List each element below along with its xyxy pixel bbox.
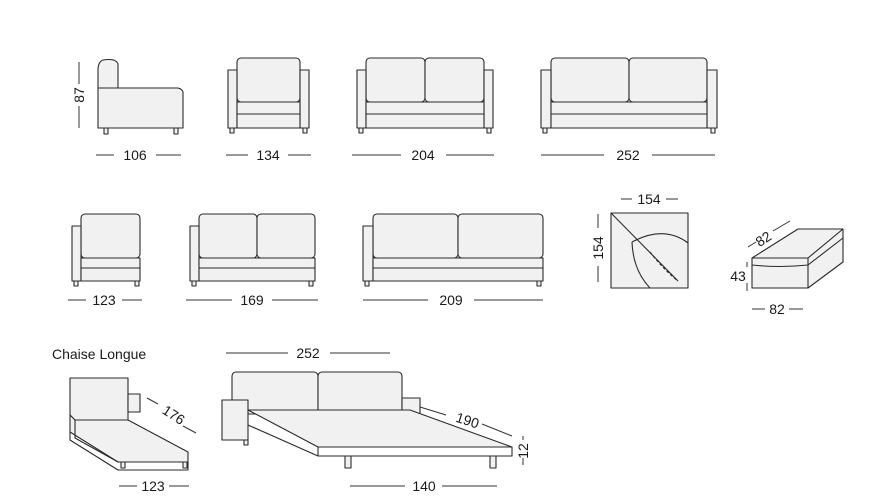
- dimension-252-top: 252: [541, 147, 715, 163]
- sofa-bed-open: [221, 371, 513, 469]
- dimension-106-label: 106: [123, 147, 147, 163]
- dimension-87: 87: [71, 62, 87, 128]
- dimension-154-height-label: 154: [590, 236, 606, 260]
- sofa-2-seater-1-arm: [189, 213, 316, 287]
- sofa-3-seater-1-arm: [362, 213, 544, 287]
- dimension-134-label: 134: [256, 147, 280, 163]
- dimension-82-width: 82: [752, 301, 803, 317]
- dimension-209: 209: [363, 292, 543, 308]
- dimension-106: 106: [96, 147, 181, 163]
- dimension-204-label: 204: [411, 147, 435, 163]
- ottoman: [751, 228, 844, 289]
- dimension-82-depth-label: 82: [752, 228, 774, 250]
- dimension-176-label: 176: [160, 402, 188, 428]
- dimension-12-label: 12: [515, 443, 531, 459]
- dimension-154-width: 154: [621, 191, 678, 207]
- dimension-252-top-label: 252: [616, 147, 640, 163]
- sofa-side-view: [97, 58, 184, 135]
- dimension-190-label: 190: [454, 409, 481, 432]
- dimension-12: 12: [515, 436, 531, 465]
- chaise-longue: [69, 377, 189, 471]
- dimension-43-label: 43: [730, 268, 746, 284]
- sofa-1-seater: [227, 57, 310, 134]
- chaise-longue-caption: Chaise Longue: [52, 346, 146, 362]
- dimension-43: 43: [730, 262, 748, 291]
- dimension-123-middle: 123: [68, 292, 142, 308]
- dimension-176: 176: [146, 397, 197, 434]
- dimension-134: 134: [226, 147, 311, 163]
- dimension-154-height: 154: [590, 214, 606, 282]
- dimension-87-label: 87: [71, 87, 87, 103]
- dimension-82-width-label: 82: [769, 301, 785, 317]
- dimension-154-width-label: 154: [637, 191, 661, 207]
- dimension-169: 169: [186, 292, 318, 308]
- dimension-252-bottom: 252: [226, 345, 390, 361]
- dimension-82-depth: 82: [747, 220, 791, 250]
- dimension-204: 204: [352, 147, 494, 163]
- sofa-2-seater: [356, 57, 494, 134]
- dimension-190: 190: [419, 406, 513, 437]
- dimension-123-bottom: 123: [119, 478, 189, 494]
- dimension-252-bottom-label: 252: [296, 345, 320, 361]
- dimension-123-middle-label: 123: [92, 292, 116, 308]
- dimension-123-bottom-label: 123: [141, 478, 165, 494]
- dimension-169-label: 169: [240, 292, 264, 308]
- dimension-140-label: 140: [412, 478, 436, 494]
- sofa-3-seater: [540, 57, 718, 134]
- corner-unit-top-view: [610, 212, 689, 289]
- sofa-1-arm-chair: [71, 213, 141, 287]
- dimension-209-label: 209: [439, 292, 463, 308]
- dimension-140: 140: [350, 478, 497, 494]
